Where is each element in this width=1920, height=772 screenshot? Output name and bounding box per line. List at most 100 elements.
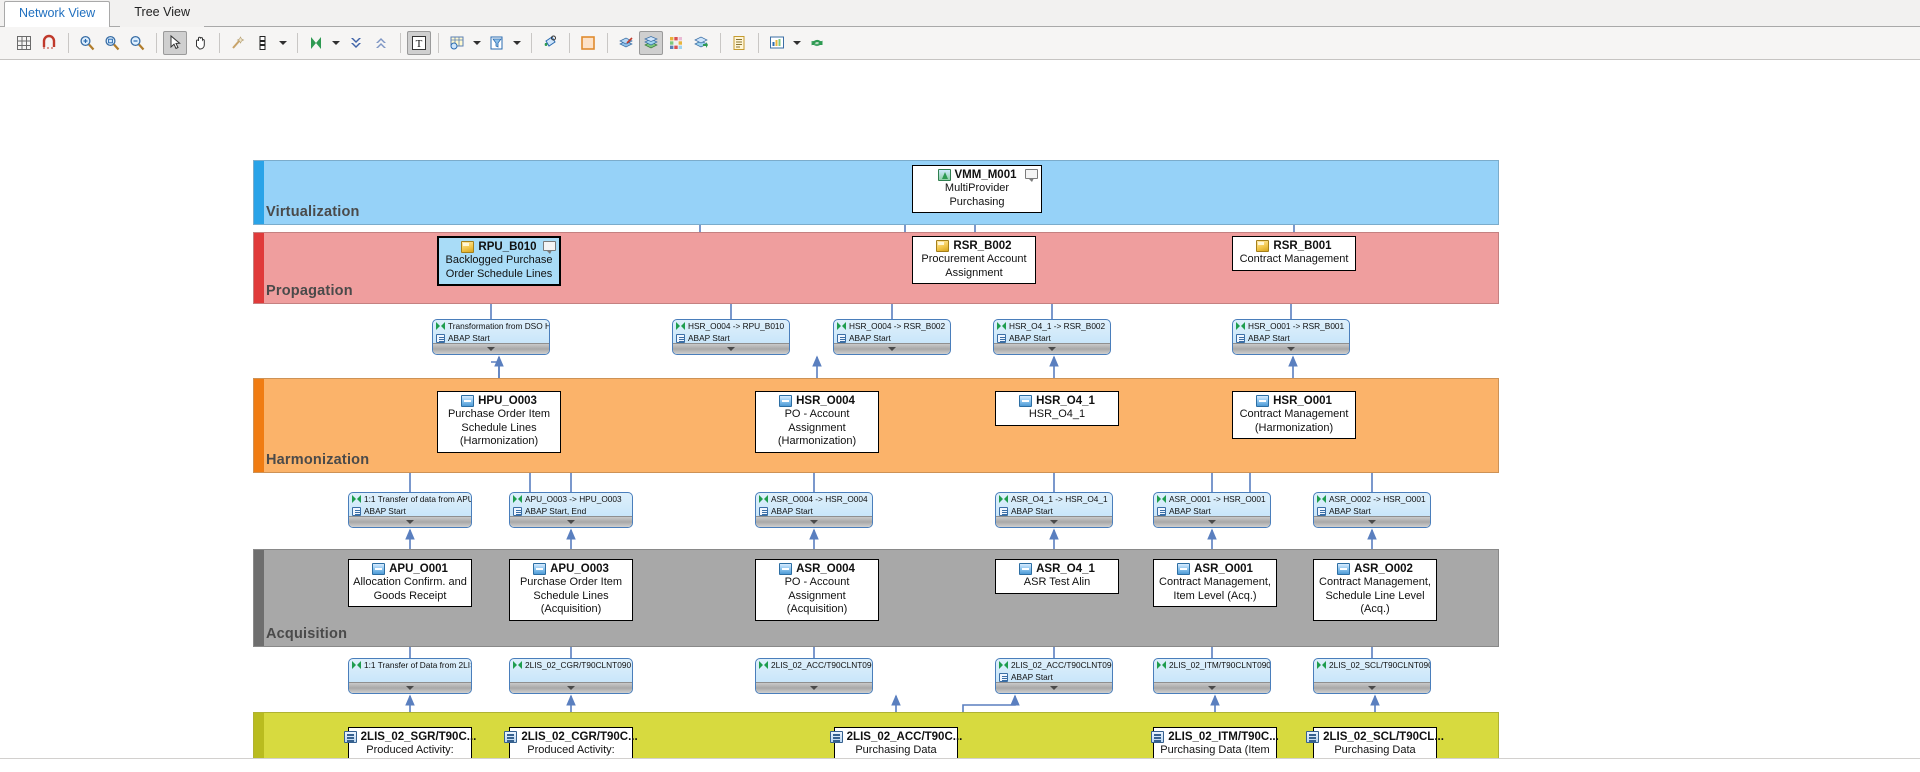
layers-color-icon[interactable] [639, 31, 663, 55]
node-asr_o004[interactable]: ASR_O004PO - Account Assignment(Acquisit… [755, 559, 879, 621]
table-search-icon[interactable] [445, 31, 469, 55]
node-asr_o001[interactable]: ASR_O001Contract Management,Item Level (… [1153, 559, 1277, 607]
node-asr_o002[interactable]: ASR_O002Contract Management,Schedule Lin… [1313, 559, 1437, 621]
diagram-canvas[interactable]: VirtualizationPropagationHarmonizationAc… [0, 60, 1920, 772]
expand-down-icon[interactable] [344, 31, 368, 55]
transformation-expand-button[interactable] [1314, 682, 1430, 693]
pan-hand-icon[interactable] [188, 31, 212, 55]
transformation-tr_scl[interactable]: 2LIS_02_SCL/T90CLNT090 ->... [1313, 658, 1431, 694]
transformation-title-row: APU_O003 -> HPU_O003 [510, 493, 632, 505]
transformation-expand-button[interactable] [834, 343, 950, 354]
transformation-tr_11_apu[interactable]: 1:1 Transfer of data from APU...ABAP Sta… [348, 492, 472, 528]
transformation-expand-button[interactable] [756, 682, 872, 693]
transformation-tr_asr4_hsr4[interactable]: ASR_O004 -> HSR_O004ABAP Start [755, 492, 873, 528]
transformation-title-row: ASR_O4_1 -> HSR_O4_1 [996, 493, 1112, 505]
filter-icon[interactable] [485, 31, 509, 55]
text-tool-icon[interactable]: T [407, 31, 431, 55]
node-title-row: 2LIS_02_ACC/T90C... [838, 730, 954, 744]
node-rsr_b002[interactable]: RSR_B002Procurement AccountAssignment [912, 236, 1036, 284]
transformation-expand-button[interactable] [349, 682, 471, 693]
zoom-in-icon[interactable] [75, 31, 99, 55]
transformation-title: 2LIS_02_ACC/T90CLNT090 ->... [1011, 660, 1113, 671]
node-title-row: HSR_O004 [759, 394, 875, 408]
chevron-down-icon[interactable] [790, 31, 803, 55]
collapse-expand-icon[interactable] [304, 31, 328, 55]
node-hsr_o004[interactable]: HSR_O004PO - Account Assignment(Harmoniz… [755, 391, 879, 453]
layer-band-virtualization: Virtualization [253, 160, 1499, 225]
comment-balloon-icon[interactable] [1025, 169, 1038, 179]
node-hpu_o003[interactable]: HPU_O003Purchase Order ItemSchedule Line… [437, 391, 561, 453]
transformation-flag-icon [999, 495, 1008, 504]
transformation-expand-button[interactable] [994, 343, 1110, 354]
grid-icon[interactable] [12, 31, 36, 55]
node-title-row: VMM_M001 [916, 168, 1038, 182]
transformation-expand-button[interactable] [1154, 516, 1270, 527]
zoom-out-icon[interactable] [125, 31, 149, 55]
transformation-tr_apu3_hpu3[interactable]: APU_O003 -> HPU_O003ABAP Start, End [509, 492, 633, 528]
tab-tree-view[interactable]: Tree View [120, 1, 204, 27]
transformation-expand-button[interactable] [1233, 343, 1349, 354]
node-rpu_b010[interactable]: RPU_B010Backlogged PurchaseOrder Schedul… [437, 236, 561, 286]
transformation-tr_asr2_hsr1[interactable]: ASR_O002 -> HSR_O001ABAP Start [1313, 492, 1431, 528]
node-title: HPU_O003 [478, 394, 537, 408]
transformation-tr_acc2[interactable]: 2LIS_02_ACC/T90CLNT090 ->...ABAP Start [995, 658, 1113, 694]
transformation-tr_hsr1_rsr1[interactable]: HSR_O001 -> RSR_B001ABAP Start [1232, 319, 1350, 355]
layer-label-acquisition: Acquisition [266, 626, 347, 642]
layers-edit-icon[interactable] [614, 31, 638, 55]
tab-network-view[interactable]: Network View [4, 1, 110, 28]
transformation-tr_dso_hp[interactable]: Transformation from DSO HP...ABAP Start [432, 319, 550, 355]
transformation-tr_asr1_hsr1[interactable]: ASR_O001 -> HSR_O001ABAP Start [1153, 492, 1271, 528]
zoom-fit-icon[interactable] [100, 31, 124, 55]
transformation-tr_hsr4_rpu[interactable]: HSR_O004 -> RPU_B010ABAP Start [672, 319, 790, 355]
node-title: ASR_O4_1 [1036, 562, 1095, 576]
node-hsr_o001[interactable]: HSR_O001Contract Management(Harmonizatio… [1232, 391, 1356, 439]
transformation-tr_hsr41_rsr2[interactable]: HSR_O4_1 -> RSR_B002ABAP Start [993, 319, 1111, 355]
chevron-down-icon[interactable] [276, 31, 289, 55]
chevron-down-icon[interactable] [470, 31, 483, 55]
transformation-tr_hsr4_rsr2[interactable]: HSR_O004 -> RSR_B002ABAP Start [833, 319, 951, 355]
transformation-tr_asr41_hsr41[interactable]: ASR_O4_1 -> HSR_O4_1ABAP Start [995, 492, 1113, 528]
chevron-down-icon[interactable] [510, 31, 523, 55]
transformation-expand-button[interactable] [1314, 516, 1430, 527]
chevron-down-icon[interactable] [329, 31, 342, 55]
magic-wand-icon[interactable] [226, 31, 250, 55]
transformation-expand-button[interactable] [510, 516, 632, 527]
snap-to-grid-icon[interactable] [37, 31, 61, 55]
node-apu_o001[interactable]: APU_O001Allocation Confirm. andGoods Rec… [348, 559, 472, 607]
transformation-expand-button[interactable] [510, 682, 632, 693]
transformation-tr_11_2lis[interactable]: 1:1 Transfer of Data from 2LIS... [348, 658, 472, 694]
transformation-expand-button[interactable] [673, 343, 789, 354]
chart-settings-icon[interactable] [765, 31, 789, 55]
transformation-expand-button[interactable] [996, 682, 1112, 693]
transformation-flag-icon [837, 322, 846, 331]
node-vmm_m001[interactable]: VMM_M001MultiProvider Purchasing [912, 165, 1042, 213]
node-title: RSR_B001 [1273, 239, 1331, 253]
paint-bucket-icon[interactable] [538, 31, 562, 55]
refresh-icon[interactable] [805, 31, 829, 55]
transformation-flag-icon [759, 661, 768, 670]
transformation-expand-button[interactable] [996, 516, 1112, 527]
layers-export-icon[interactable] [689, 31, 713, 55]
palette-icon[interactable] [664, 31, 688, 55]
transformation-expand-button[interactable] [433, 343, 549, 354]
legend-icon[interactable] [727, 31, 751, 55]
layout-icon[interactable] [251, 31, 275, 55]
transformation-tr_itm[interactable]: 2LIS_02_ITM/T90CLNT090 ->... [1153, 658, 1271, 694]
layer-accent-bar [254, 550, 264, 646]
transformation-expand-button[interactable] [349, 516, 471, 527]
collapse-up-icon[interactable] [369, 31, 393, 55]
comment-balloon-icon[interactable] [543, 241, 556, 251]
node-asr_o4_1[interactable]: ASR_O4_1ASR Test Alin [995, 559, 1119, 594]
transformation-expand-button[interactable] [756, 516, 872, 527]
frame-icon[interactable] [576, 31, 600, 55]
transformation-tr_acc1[interactable]: 2LIS_02_ACC/T90CLNT090 ->... [755, 658, 873, 694]
node-rsr_b001[interactable]: RSR_B001Contract Management [1232, 236, 1356, 271]
layer-label-propagation: Propagation [266, 283, 353, 299]
node-hsr_o4_1[interactable]: HSR_O4_1HSR_O4_1 [995, 391, 1119, 426]
layer-accent-bar [254, 161, 264, 224]
transformation-tr_cgr[interactable]: 2LIS_02_CGR/T90CLNT090 ->... [509, 658, 633, 694]
transformation-expand-button[interactable] [1154, 682, 1270, 693]
node-apu_o003[interactable]: APU_O003Purchase Order ItemSchedule Line… [509, 559, 633, 621]
node-subtitle-line: Contract Management, [1157, 576, 1273, 590]
select-pointer-icon[interactable] [163, 31, 187, 55]
